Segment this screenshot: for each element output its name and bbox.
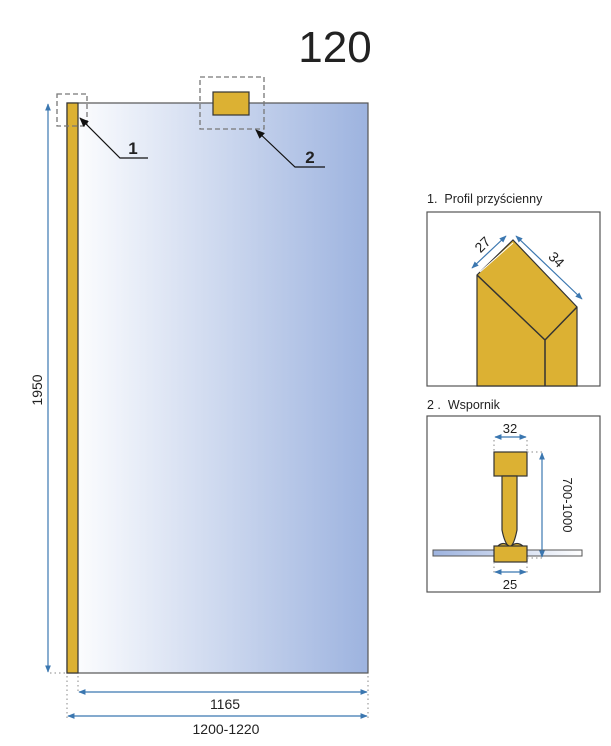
title: 120 [298, 23, 371, 72]
bracket-top [212, 91, 250, 116]
callout-box-2 [199, 76, 265, 130]
detail-1-heading: 1. Profil przyścienny [427, 192, 543, 206]
wall-profile [66, 102, 79, 674]
callout-box-1 [56, 93, 88, 127]
profile-dim-27 [471, 235, 507, 269]
bracket-clamp [493, 545, 528, 563]
height-label: 1950 [29, 374, 45, 405]
detail-2-heading: 2 . Wspornik [427, 398, 501, 412]
detail-2-frame [426, 415, 601, 593]
inner-width-label: 1165 [210, 696, 240, 712]
leader-1 [79, 117, 148, 159]
glass-panel [66, 102, 369, 674]
bracket-dim-32-label: 32 [503, 421, 517, 436]
bracket-arm [501, 475, 518, 548]
total-width-label: 1200-1220 [193, 721, 260, 737]
bracket-length-label: 700-1000 [560, 478, 575, 533]
leader-2 [255, 129, 325, 168]
bracket-dim-25-label: 25 [503, 577, 517, 592]
bracket-wall-plate [493, 451, 528, 477]
callout-label-2: 2 [305, 148, 314, 167]
callout-label-1: 1 [128, 139, 137, 158]
profile-dim-34 [515, 235, 583, 300]
